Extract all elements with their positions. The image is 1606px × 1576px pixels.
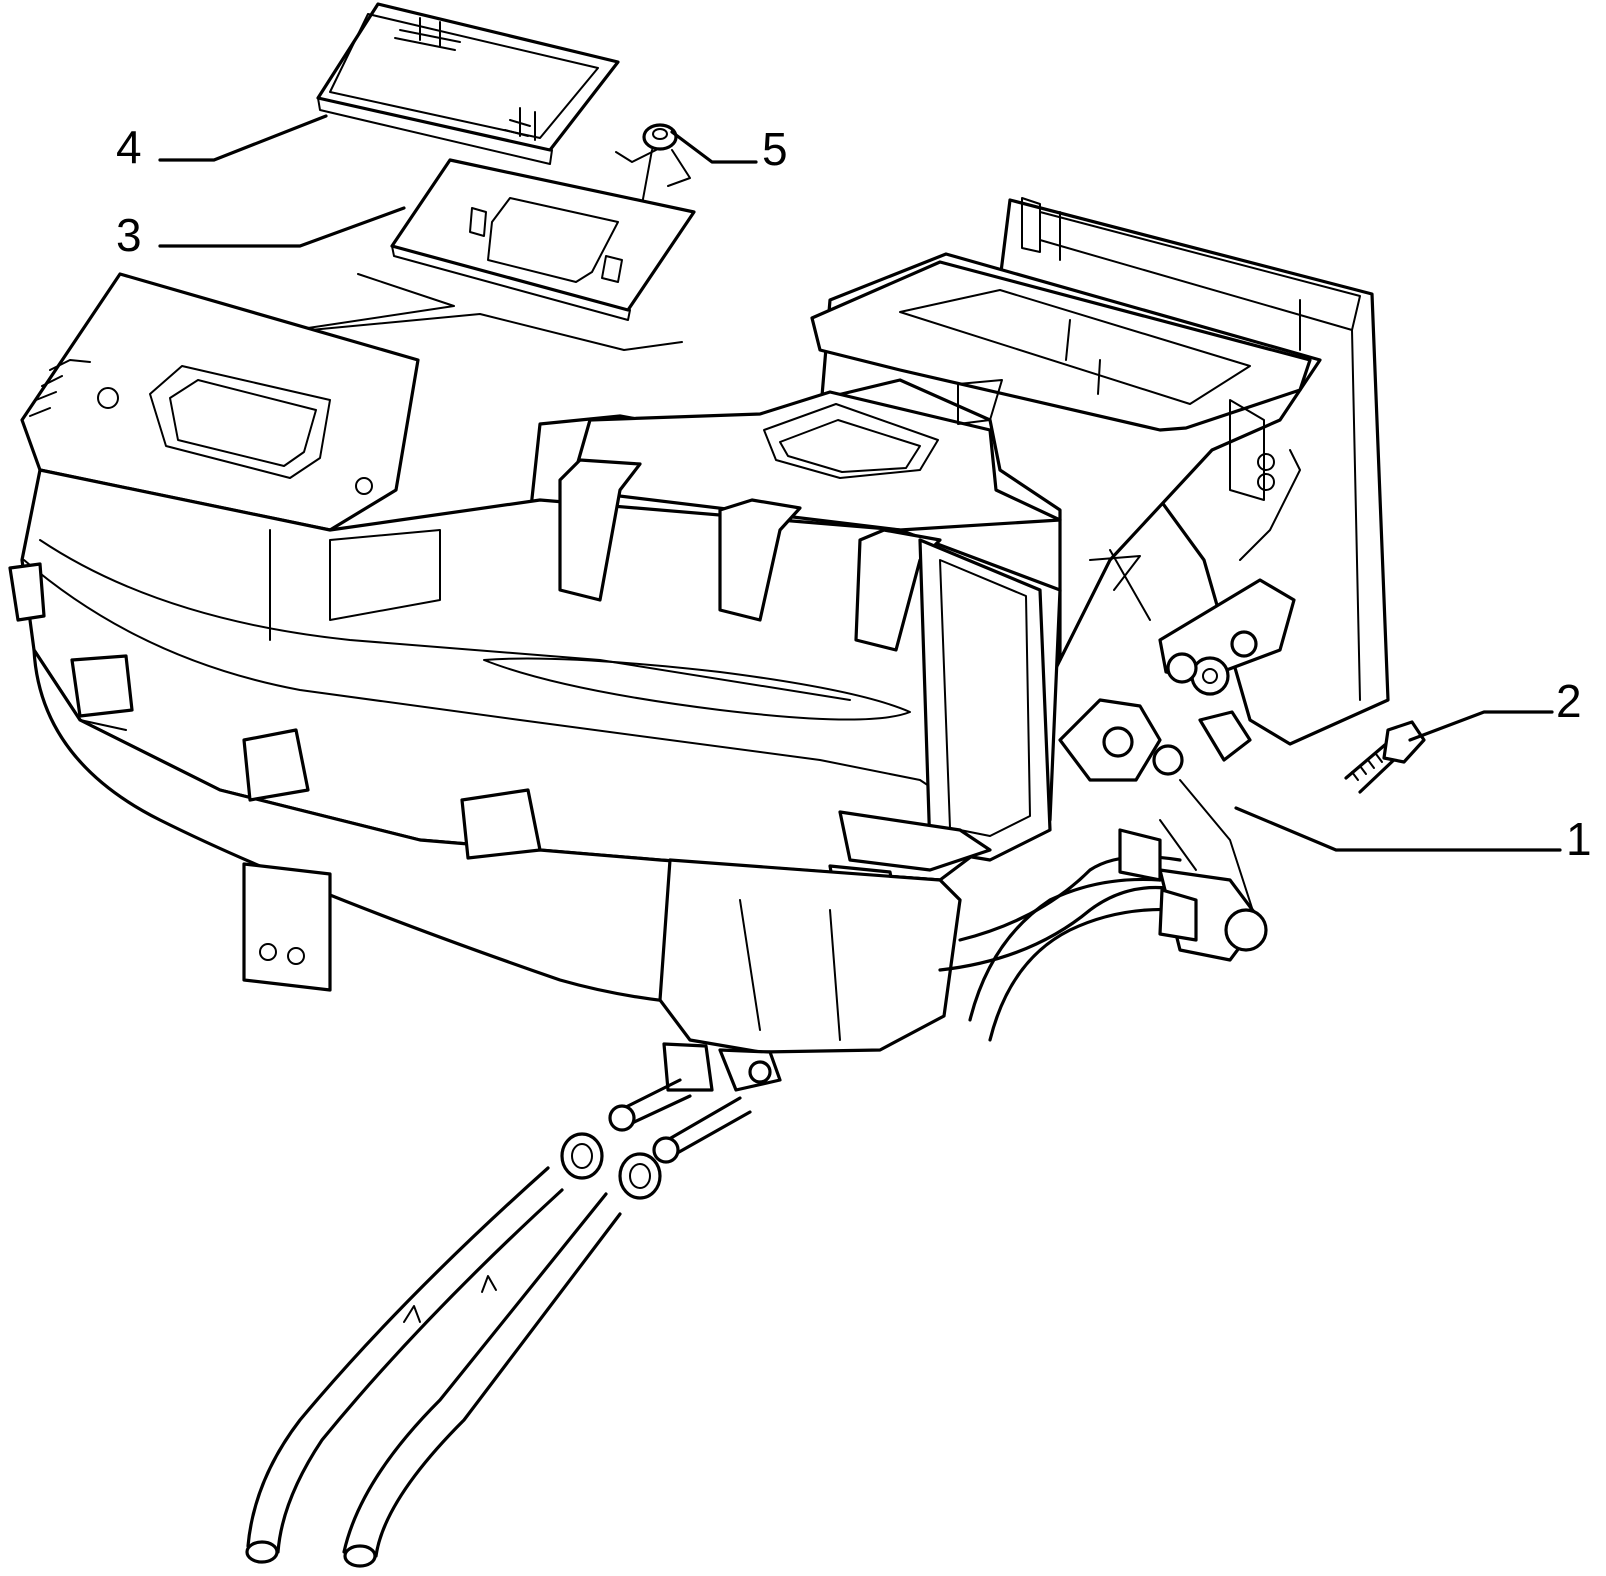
part-screw [1344, 720, 1426, 794]
leader-line-1 [1234, 806, 1562, 852]
callout-label-2: 2 [1556, 675, 1582, 727]
callout-label-5: 5 [762, 123, 788, 175]
callout-label-1: 1 [1566, 813, 1592, 865]
callout-label-3: 3 [116, 209, 142, 261]
leader-line-5 [670, 130, 758, 164]
part-heater-unit [8, 197, 1390, 1568]
leader-line-4 [158, 114, 328, 162]
part-filter-cover [316, 2, 620, 165]
leader-line-2 [1408, 710, 1554, 742]
callout-label-4: 4 [116, 121, 142, 173]
leader-lines [158, 114, 1562, 852]
leader-line-3 [158, 206, 406, 248]
part-filter-frame [390, 158, 696, 321]
